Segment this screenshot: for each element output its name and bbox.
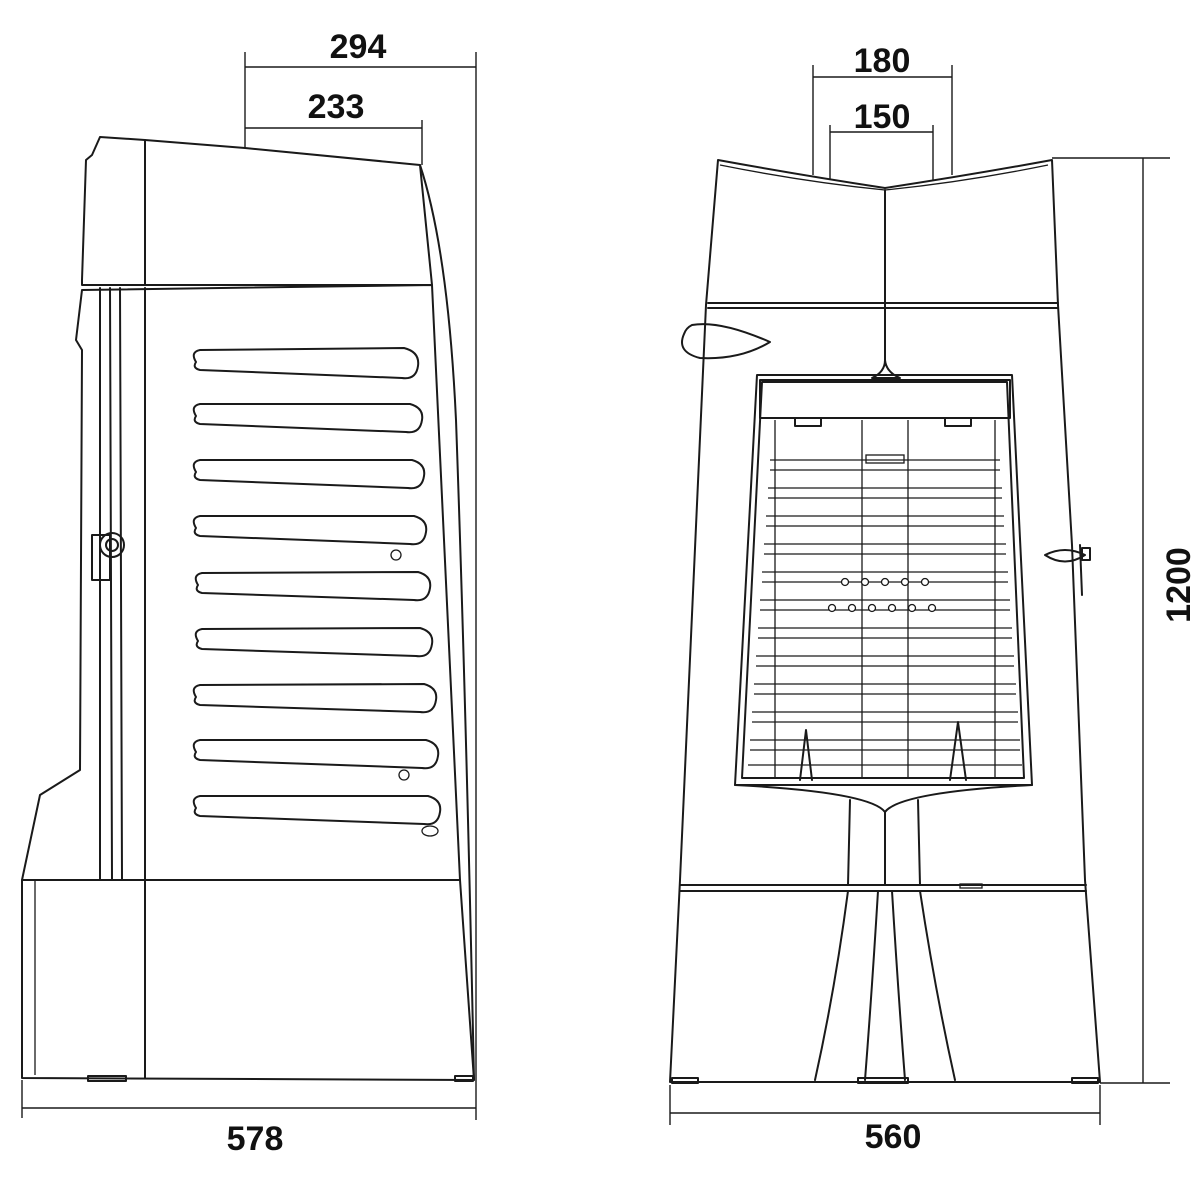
front-body-outline — [669, 159, 1101, 1083]
dim-side-top-inner: 233 — [308, 88, 365, 126]
side-base — [21, 879, 475, 1081]
side-dimensions: 294 233 578 — [21, 28, 477, 1158]
front-door-latch — [1044, 544, 1091, 596]
dim-height: 1200 — [1160, 547, 1198, 623]
dim-front-top-outer: 180 — [854, 42, 911, 80]
dim-side-depth: 578 — [227, 1120, 284, 1158]
dim-front-width: 560 — [865, 1118, 922, 1156]
side-view — [21, 136, 475, 1082]
front-grate — [748, 417, 1022, 781]
front-view — [669, 159, 1101, 1084]
side-convection-fins — [192, 347, 442, 826]
side-body-outline — [21, 284, 461, 881]
dim-side-top-outer: 294 — [330, 28, 387, 66]
side-top-cap — [81, 136, 433, 286]
dim-front-top-inner: 150 — [854, 98, 911, 136]
front-side-handle — [681, 323, 771, 360]
side-door-latch — [91, 532, 125, 581]
front-dimensions: 180 150 560 1200 — [669, 42, 1198, 1156]
